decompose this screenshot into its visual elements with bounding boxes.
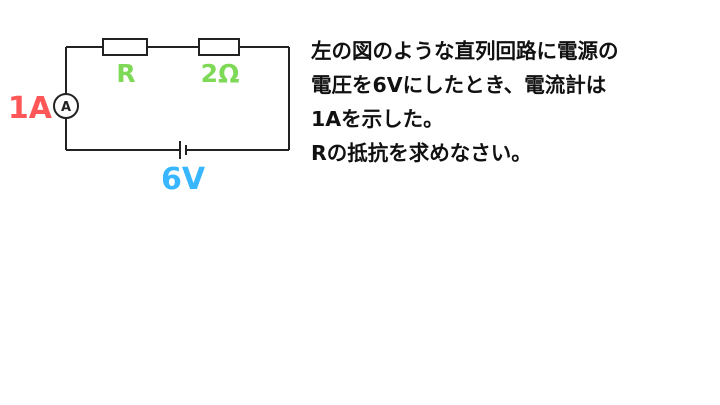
current-label: 1A — [8, 91, 53, 126]
resistor-2ohm — [198, 38, 240, 56]
question-text: 左の図のような直列回路に電源の 電圧を6Vにしたとき、電流計は 1Aを示した。 … — [311, 34, 711, 170]
question-line-2: 電圧を6Vにしたとき、電流計は — [311, 73, 607, 97]
resistor-2ohm-label: 2Ω — [201, 59, 240, 88]
resistor-r — [102, 38, 148, 56]
wires — [65, 46, 290, 151]
question-line-1: 左の図のような直列回路に電源の — [311, 39, 619, 63]
question-line-3: 1Aを示した。 — [311, 107, 444, 131]
ammeter-symbol: A — [61, 100, 71, 115]
resistor-r-label: R — [116, 59, 135, 88]
question-line-4: Rの抵抗を求めなさい。 — [311, 141, 532, 165]
battery-label: 6V — [161, 162, 206, 197]
ammeter — [53, 93, 79, 119]
circuit-diagram: A R 2Ω 1A 6V — [8, 38, 290, 197]
